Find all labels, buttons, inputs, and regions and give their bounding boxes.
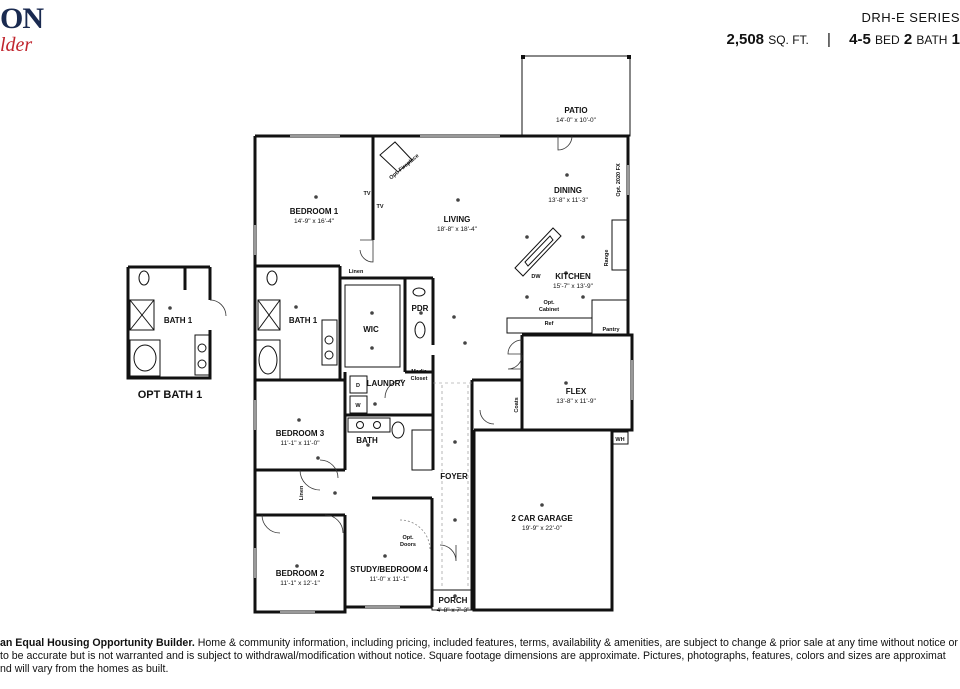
beds-value: 4-5: [849, 31, 871, 48]
room-bedroom3-name: BEDROOM 3: [276, 429, 325, 438]
kitchen-counters: [506, 219, 629, 336]
fixture-dryer: D: [356, 383, 360, 389]
kitchen-island: [514, 227, 562, 277]
interior-walls: [255, 136, 522, 610]
opt-bath1-caption: OPT BATH 1: [138, 389, 203, 401]
ceiling-lights: [168, 173, 585, 598]
room-garage-name: 2 CAR GARAGE: [511, 514, 573, 523]
room-porch-name: PORCH: [439, 596, 468, 605]
room-bath-name: BATH: [356, 436, 378, 445]
fixture-ref: Ref: [545, 321, 554, 327]
opt-bath1-diagram: [126, 265, 227, 380]
fixture-tv: TV: [363, 191, 370, 197]
fireplace: [379, 141, 413, 173]
room-garage-dim: 19'-9" x 22'-0": [522, 525, 563, 532]
room-bedroom1-name: BEDROOM 1: [290, 207, 339, 216]
laundry-fixtures: [349, 375, 368, 414]
windows: [254, 135, 633, 613]
disclaimer-line-3: nd will vary from the homes as built.: [0, 663, 169, 675]
room-living-dim: 18'-8" x 18'-4": [437, 226, 478, 233]
room-flex-dim: 13'-8" x 11'-9": [556, 398, 596, 405]
fixture-opt-cabinet-2: Cabinet: [539, 307, 559, 313]
fixture-range: Range: [604, 250, 610, 267]
disclaimer-line-1-rest: Home & community information, including …: [194, 637, 960, 649]
opt-bath1-name: BATH 1: [164, 316, 193, 325]
disclaimer-bold: an Equal Housing Opportunity Builder.: [0, 637, 195, 649]
room-patio-name: PATIO: [564, 106, 587, 115]
logo-wordmark: ON: [0, 2, 44, 35]
door-swings: [261, 135, 573, 562]
baths-unit: BATH: [916, 33, 948, 47]
fixture-wh: WH: [615, 437, 624, 443]
fixture-opt-2020fx: Opt. 2020 FX: [616, 163, 622, 197]
room-porch-dim: 4'-8" x 7'-3": [437, 607, 470, 614]
room-laundry-name: LAUNDRY: [367, 379, 406, 388]
fixture-tv-2: TV: [376, 204, 383, 210]
room-study-name: STUDY/BEDROOM 4: [350, 565, 428, 574]
fixture-opt-doors-1: Opt.: [403, 535, 414, 541]
fixture-media-closet-2: Closet: [411, 376, 428, 382]
room-kitchen-dim: 15'-7" x 13'-9": [553, 283, 594, 290]
room-patio-dim: 14'-0" x 10'-0": [556, 117, 597, 124]
room-living-name: LIVING: [444, 215, 471, 224]
sqft-unit: SQ. FT.: [768, 33, 809, 47]
brand-logo: ON lder: [0, 0, 60, 60]
fixture-washer: W: [355, 403, 361, 409]
fixture-pantry: Pantry: [602, 327, 620, 333]
porch-area: [431, 589, 475, 611]
stats-extra: 1: [951, 31, 960, 48]
fixture-coats: Coats: [514, 397, 520, 412]
room-bath1-name: BATH 1: [289, 316, 318, 325]
foyer-path: [433, 382, 472, 590]
room-flex-name: FLEX: [566, 387, 587, 396]
wic-closet: [344, 284, 401, 368]
floor-plan: PATIO 14'-0" x 10'-0" BEDROOM 1 14'-9" x…: [126, 55, 634, 614]
room-dining-name: DINING: [554, 186, 582, 195]
disclaimer-line-1: an Equal Housing Opportunity Builder. Ho…: [0, 637, 960, 650]
fixture-media-closet-1: Media: [411, 369, 428, 375]
room-foyer-name: FOYER: [440, 472, 468, 481]
room-bedroom1-dim: 14'-9" x 16'-4": [294, 218, 335, 225]
room-kitchen-name: KITCHEN: [555, 272, 591, 281]
pdr-fixtures: [412, 287, 426, 339]
room-bedroom2-dim: 11'-1" x 12'-1": [280, 580, 320, 587]
bath1-fixtures: [254, 270, 338, 381]
logo-subtext: lder: [0, 34, 33, 56]
wh-box: [611, 431, 629, 445]
room-wic-name: WIC: [363, 325, 379, 334]
baths-value: 2: [903, 31, 913, 48]
opt-door-swing: [399, 519, 431, 551]
beds-unit: BED: [874, 33, 900, 47]
home-stats: 2,508 SQ. FT. | 4-5 BED 2 BATH 1: [726, 31, 960, 48]
fixture-linen: Linen: [349, 269, 364, 275]
fixture-opt-cabinet-1: Opt.: [544, 300, 555, 306]
legal-disclaimer: an Equal Housing Opportunity Builder. Ho…: [0, 637, 960, 676]
series-label: DRH-E SERIES: [861, 10, 960, 25]
disclaimer-line-2: to be accurate but is not warranted and …: [0, 650, 946, 662]
bath-fixtures: [347, 417, 433, 471]
fixture-linen-2: Linen: [299, 485, 305, 500]
fixture-opt-doors-2: Doors: [400, 542, 416, 548]
room-bedroom3-dim: 11'-1" x 11'-0": [280, 440, 320, 447]
sqft-value: 2,508: [726, 31, 765, 48]
room-bedroom2-name: BEDROOM 2: [276, 569, 325, 578]
room-dining-dim: 13'-8" x 11'-3": [548, 197, 588, 204]
room-study-dim: 11'-0" x 11'-1": [369, 576, 409, 583]
stats-separator: |: [827, 31, 831, 48]
room-pdr-name: PDR: [412, 304, 429, 313]
fixture-dw: DW: [531, 274, 541, 280]
